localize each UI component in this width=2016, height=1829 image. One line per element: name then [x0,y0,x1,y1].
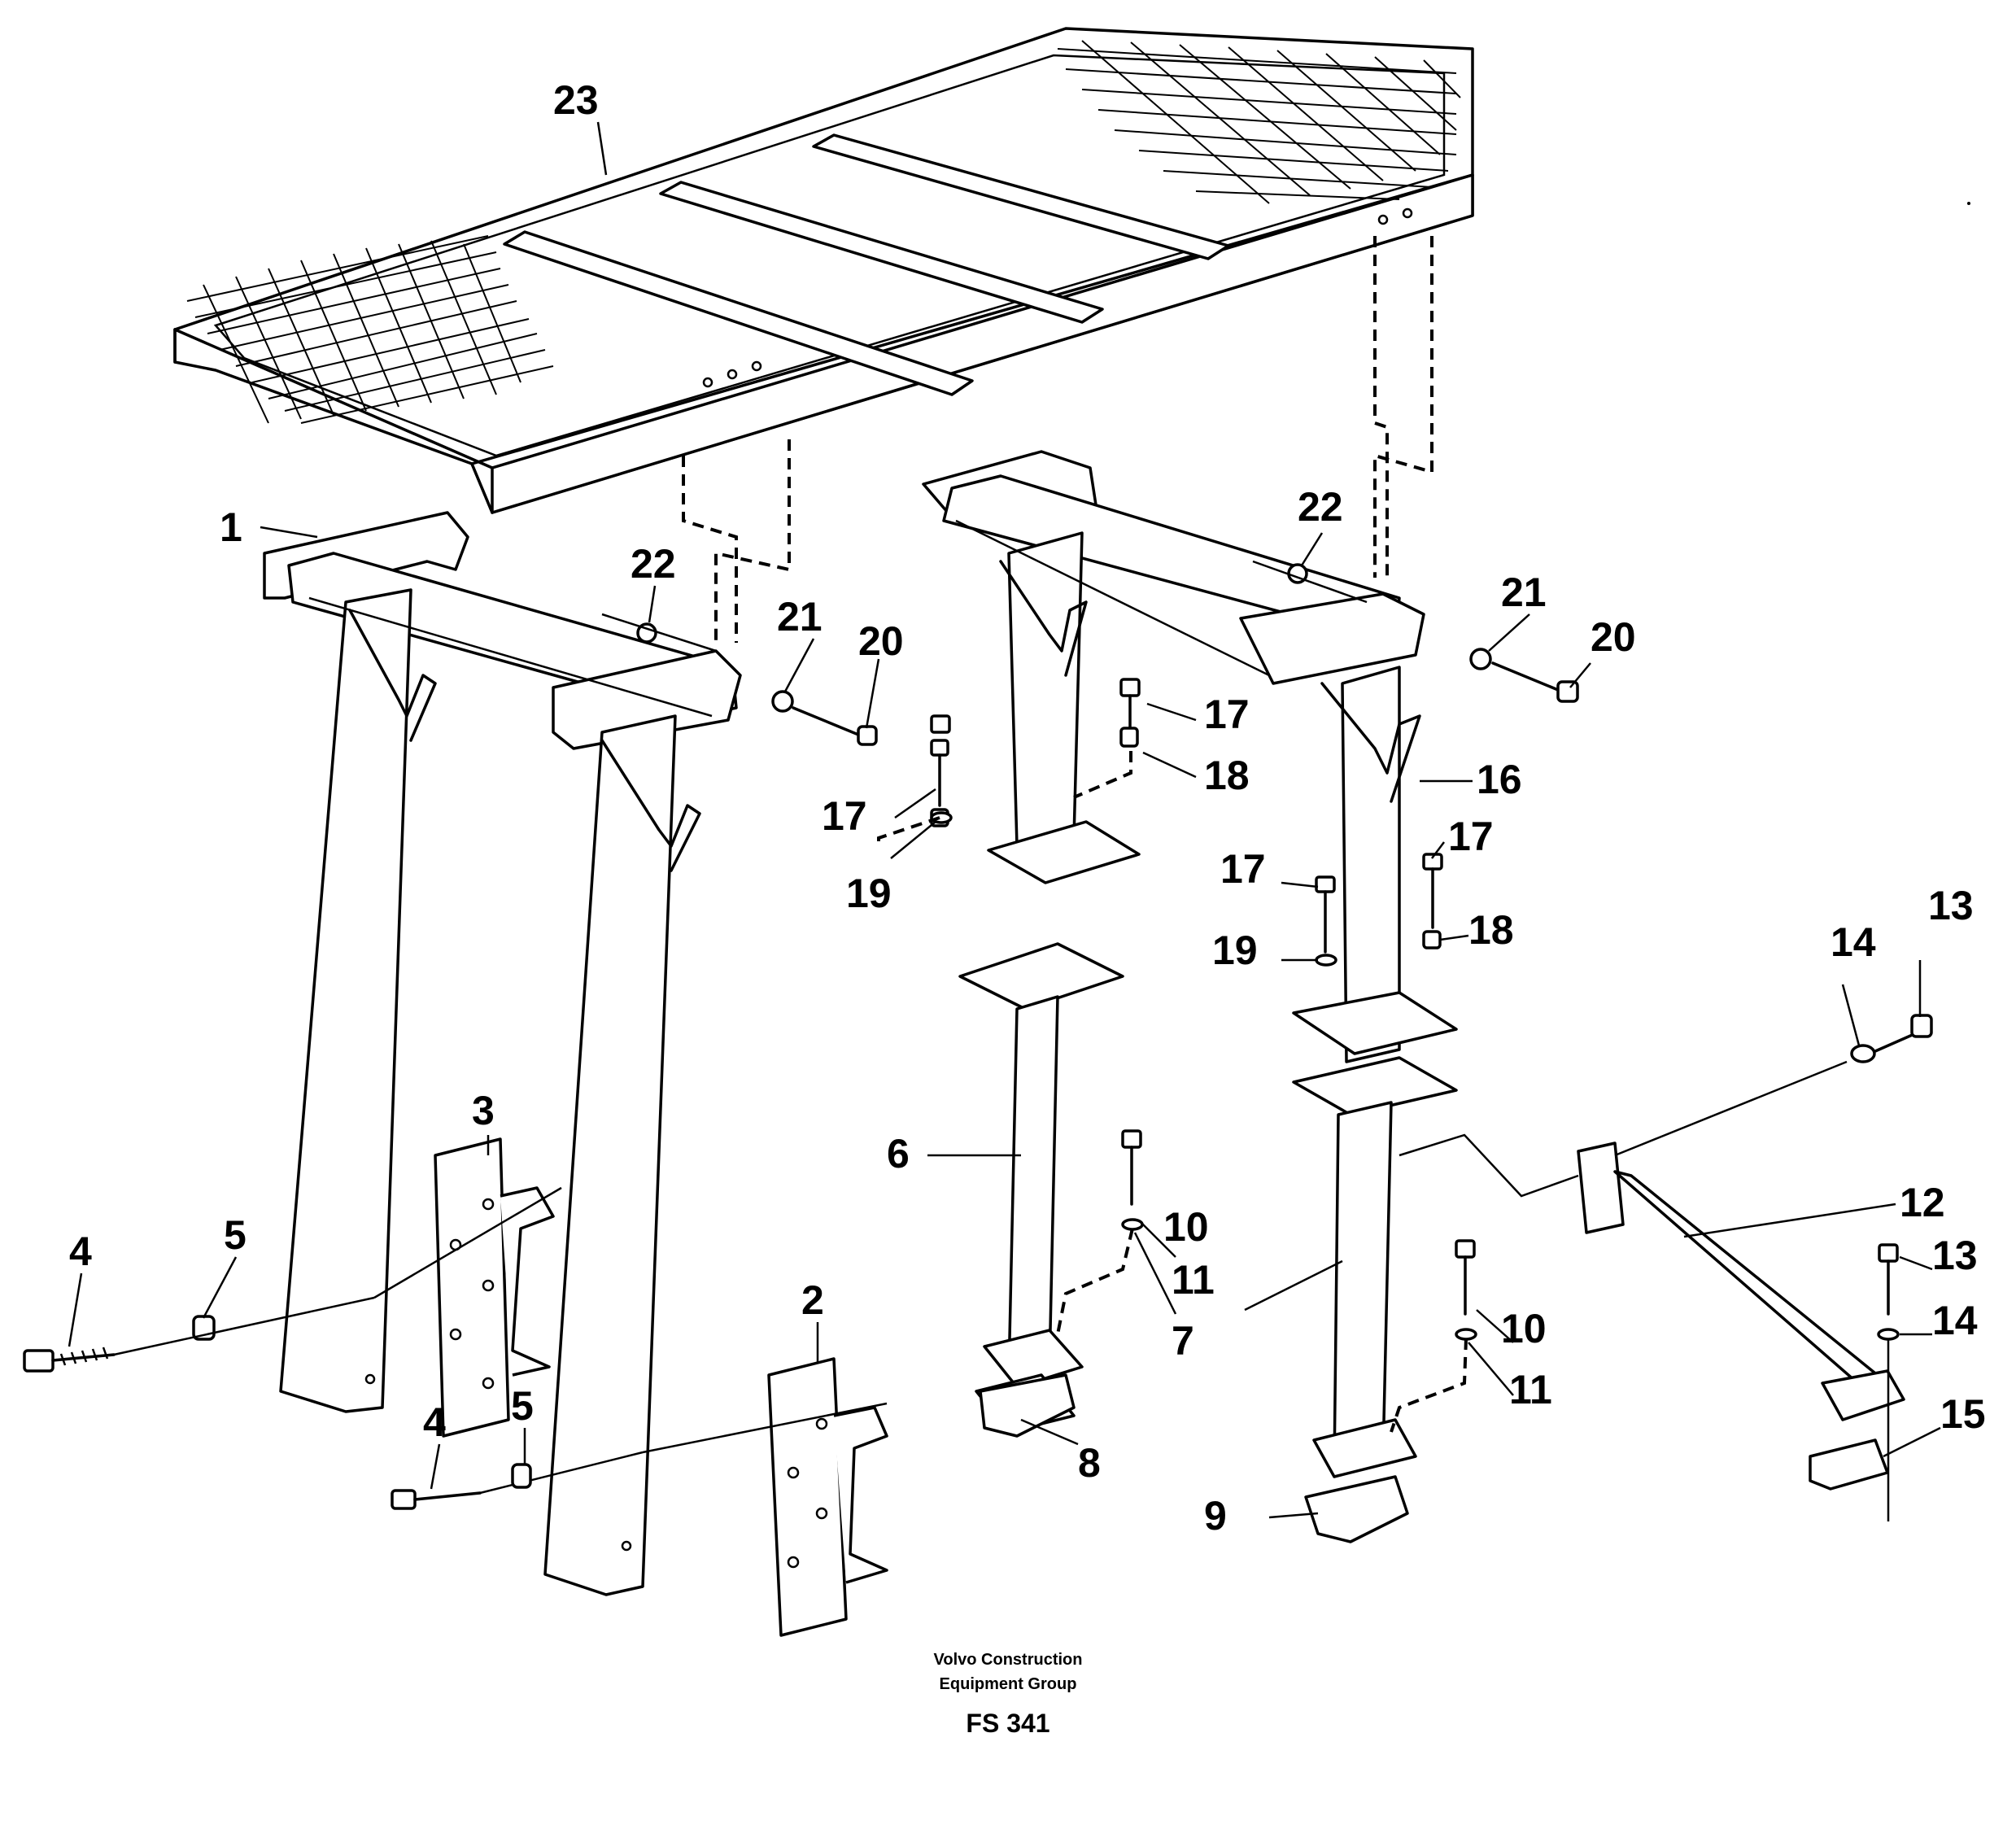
part-20-bolt-right [1491,661,1579,703]
part-17-bolt-b [930,714,951,734]
callout-2: 2 [801,1277,824,1323]
part-5-spacer-left [113,1296,375,1356]
callout-6: 6 [887,1131,910,1176]
part-17-bolt-d [1315,875,1337,967]
callout-19b: 19 [1212,928,1258,973]
callout-10a: 10 [1163,1204,1209,1250]
part-21-washer-left [771,690,794,713]
part-9-foot-plate [1304,1475,1409,1543]
callout-15: 15 [1940,1391,1986,1437]
part-22-nut-left [601,613,717,653]
part-14-washer-lower [1877,1328,1900,1341]
callout-18a: 18 [1204,753,1250,798]
part-1-front-frame [263,511,742,1596]
callout-8: 8 [1078,1440,1101,1486]
callout-1: 1 [220,504,242,550]
callout-20a: 20 [858,618,904,664]
part-14-washer-upper [1850,1044,1876,1063]
part-23-canopy-frame [173,27,1474,514]
callout-9: 9 [1204,1493,1227,1539]
callout-11a: 11 [1172,1257,1215,1303]
company-name: Volvo Construction Equipment Group [0,1648,2016,1696]
figure-code: FS 341 [966,1709,1050,1738]
part-13-bolt-upper [1874,1014,1933,1053]
leader-lines [68,121,1941,1519]
callout-14a: 14 [1831,919,1876,965]
mesh-right [1057,40,1461,204]
callout-4b: 4 [423,1399,446,1445]
part-20-bolt-left [792,706,878,746]
mesh-left [186,235,554,424]
speck [1967,202,1970,205]
part-11-washer-right [1455,1328,1477,1341]
part-10-bolt-right [1455,1239,1476,1316]
part-4-bolt-left [23,1347,116,1373]
dash-19a [877,816,940,846]
dash-11-left [1056,1228,1134,1335]
alignment-dashes-upper [682,236,1433,643]
part-12-brace [1399,1060,1905,1421]
part-17-bolt-a [930,739,949,807]
callout-22a: 22 [631,541,676,587]
part-5-spacer-middle [511,1463,532,1489]
part-3-mounting-plate [434,1137,555,1438]
callout-3: 3 [472,1088,495,1133]
callout-11b: 11 [1509,1367,1552,1412]
callout-13a: 13 [1928,883,1974,928]
part-4-bolt-middle [391,1451,644,1510]
callout-17a: 17 [1204,692,1250,737]
callout-20b: 20 [1591,614,1636,660]
part-10-bolt-left [1121,1129,1142,1206]
callout-5b: 5 [511,1383,534,1429]
company-line-1: Volvo Construction [933,1651,1083,1669]
part-13-bolt-lower [1878,1243,1899,1316]
callout-12: 12 [1900,1180,1945,1225]
axis-line-3 [373,1186,562,1299]
dash-18a [1073,732,1132,799]
part-21-washer-right [1469,648,1492,670]
callout-21b: 21 [1501,570,1547,615]
part-6-post [958,942,1124,1434]
part-17-bolt-e [1422,853,1443,949]
dash-11-right [1390,1338,1468,1433]
callout-labels: 23 1 3 2 4 5 4 5 6 7 8 9 10 11 10 11 12 … [69,77,1986,1539]
company-line-2: Equipment Group [939,1675,1077,1693]
callout-17c: 17 [1220,846,1266,892]
callout-23: 23 [553,77,599,123]
part-8-foot-plate [979,1373,1076,1438]
part-2-mounting-plate [767,1357,888,1637]
part-7-post [1292,1056,1458,1478]
callout-17b: 17 [822,793,867,839]
callout-18b: 18 [1468,907,1514,953]
part-15-foot-plate [1809,1438,1889,1491]
callout-7: 7 [1172,1318,1194,1364]
callout-21a: 21 [777,594,823,639]
part-16-rear-frame [922,450,1458,1063]
callout-14b: 14 [1932,1298,1978,1343]
callout-4a: 4 [69,1229,92,1274]
callout-10b: 10 [1501,1306,1547,1351]
callout-22b: 22 [1298,484,1343,530]
callout-17d: 17 [1448,814,1494,859]
part-17-bolt-c [1119,678,1141,748]
part-22-nut-right [1252,560,1368,604]
axis-line-2 [642,1402,888,1454]
callout-16: 16 [1477,757,1522,802]
callout-13b: 13 [1932,1233,1978,1278]
callout-19a: 19 [846,871,892,916]
callout-5a: 5 [224,1212,247,1258]
